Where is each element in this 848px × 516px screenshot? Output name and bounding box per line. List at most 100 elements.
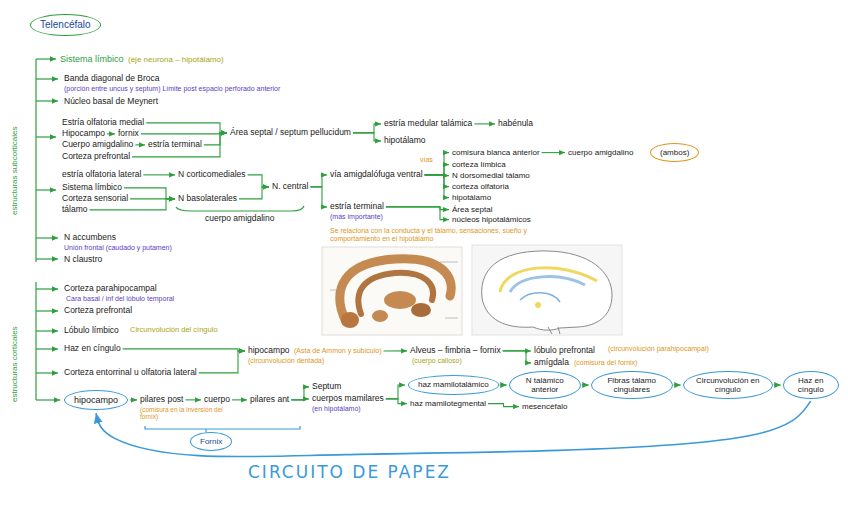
circled-term: hipocampo — [64, 390, 128, 410]
structure-label: hipotálamo — [452, 193, 491, 202]
structure-label: estría terminal — [148, 140, 202, 150]
annotation-text: Circunvolución del cíngulo — [130, 326, 218, 335]
flow-arrow — [503, 351, 531, 363]
flow-arrow — [542, 152, 565, 153]
flow-arrow — [248, 175, 269, 187]
connector — [582, 384, 589, 385]
circled-term: Fibras tálamo cingulares — [591, 371, 673, 399]
annotation-text: (comisura en la inversión del fornix) — [140, 406, 232, 421]
structure-label: vía amigdalófuga ventral — [330, 170, 423, 180]
node-text: N talámico anterior — [519, 376, 571, 394]
brain-sagittal-illustration — [472, 245, 622, 335]
flow-arrow — [425, 153, 449, 175]
flow-arrow — [386, 399, 407, 404]
structure-label: estría terminal — [330, 202, 384, 212]
structure-label: estría olfatoria lateral — [62, 170, 141, 180]
structure-label: Corteza parahipocampal — [64, 284, 157, 294]
flow-arrow — [185, 399, 201, 400]
flow-arrow — [130, 399, 137, 400]
circled-term: (ambos) — [650, 143, 699, 162]
node-text: Telencéfalo — [40, 19, 91, 31]
annotation-text: (en hipotálamo) — [312, 405, 361, 413]
structure-label: Corteza sensorial — [62, 194, 128, 204]
structure-label: Hipocampo — [62, 129, 105, 139]
structure-label: cuerpo amigdalino — [568, 148, 633, 157]
structure-label: mesencéfalo — [522, 402, 567, 411]
annotation-text: (eje neurona – hipotálamo) — [128, 55, 224, 64]
structure-label: Sistema límbico — [62, 183, 122, 193]
flow-arrow — [425, 175, 449, 187]
flow-arrow — [291, 387, 309, 400]
flow-arrow — [239, 187, 269, 199]
circled-term: Fornix — [190, 432, 232, 451]
left-spine — [36, 59, 60, 400]
node-text: (ambos) — [660, 148, 689, 157]
flow-arrow — [204, 133, 227, 145]
structure-label: N dorsomedial tálamo — [452, 171, 530, 180]
flow-arrow — [353, 124, 381, 133]
flow-arrow — [143, 174, 175, 175]
node-text: Fibras tálamo cingulares — [601, 376, 663, 394]
structure-label: N claustro — [64, 255, 102, 265]
node-text: hipocampo — [74, 395, 118, 405]
annotation-text: Cara basal / inf del lóbulo temporal — [66, 295, 174, 303]
flow-arrow — [384, 350, 407, 351]
structure-label: Núcleo basal de Meynert — [64, 97, 158, 107]
structure-label: Corteza prefrontal — [64, 306, 132, 316]
structure-label: Área septal — [452, 205, 492, 214]
node-text: Haz en cíngulo — [793, 376, 829, 394]
diagram-heading: CIRCUITO DE PAPEZ — [248, 464, 451, 481]
flow-arrow — [291, 399, 309, 400]
flow-arrow — [386, 207, 449, 220]
structure-label: estría medular talámica — [384, 119, 472, 129]
structure-label: N accumbens — [64, 233, 116, 243]
annotation-text: Sistema límbico — [60, 54, 124, 64]
structure-label: hipotálamo — [384, 136, 426, 146]
structure-label: cuerpos mamilares — [312, 394, 384, 404]
structure-label: núcleos hipotalámicos — [452, 215, 531, 224]
node-text: haz mamilotalámico — [418, 380, 489, 389]
flow-arrow — [310, 175, 327, 187]
structure-label: Banda diagonal de Broca — [64, 74, 159, 84]
flow-arrow — [107, 133, 115, 134]
flow-arrow — [474, 123, 495, 124]
flow-arrow — [141, 133, 227, 134]
structure-label: Corteza prefrontal — [62, 152, 130, 162]
flow-arrow — [310, 187, 327, 207]
connector — [96, 401, 811, 457]
title-oval: Telencéfalo — [30, 14, 101, 36]
circled-term: haz mamilotalámico — [408, 375, 499, 394]
connector — [500, 384, 507, 385]
structure-label: pilares ant — [250, 395, 289, 405]
annotation-text: (circunvolución dentada) — [248, 357, 324, 365]
structure-label: tálamo — [62, 205, 88, 215]
circled-term: N talámico anterior — [509, 371, 581, 399]
structure-label: Corteza entorrinal u olfatoria lateral — [64, 368, 197, 378]
node-text: Circunvolución en cíngulo — [693, 376, 763, 394]
node-text: Fornix — [200, 437, 222, 446]
flow-arrow — [425, 175, 449, 198]
flow-arrow — [199, 351, 245, 373]
structure-label: N. central — [272, 182, 308, 192]
structure-label: Área septal / septum pellucidum — [230, 128, 351, 138]
annotation-text: Unión frontal (caudado y putamen) — [64, 244, 172, 252]
structure-label: Alveus – fimbria – fornix — [410, 346, 501, 356]
connector — [774, 384, 781, 385]
structure-label: hipocampo — [248, 346, 290, 356]
flow-arrow — [386, 385, 405, 399]
structure-label: comisura blanca anterior — [452, 148, 540, 157]
structure-label: lóbulo prefrontal — [534, 346, 595, 356]
structure-label: cuerpo amigdalino — [205, 214, 274, 224]
annotation-text: (Asta de Ammon y subículo) — [294, 347, 382, 355]
flow-arrow — [146, 123, 227, 133]
annotation-text: Se relaciona con la conducta y el tálamo… — [330, 227, 560, 243]
flow-arrow — [123, 349, 245, 351]
structure-label: cuerpo — [204, 395, 230, 405]
section-label: estructuras corticales — [10, 326, 19, 402]
annotation-text: (porción entre uncus y septum) Límite po… — [64, 85, 280, 93]
connector — [674, 384, 681, 385]
structure-label: haz mamilotegmental — [410, 399, 486, 408]
annotation-text: (comisura del fornix) — [574, 359, 637, 367]
structure-label: Estría olfatoria medial — [62, 118, 144, 128]
